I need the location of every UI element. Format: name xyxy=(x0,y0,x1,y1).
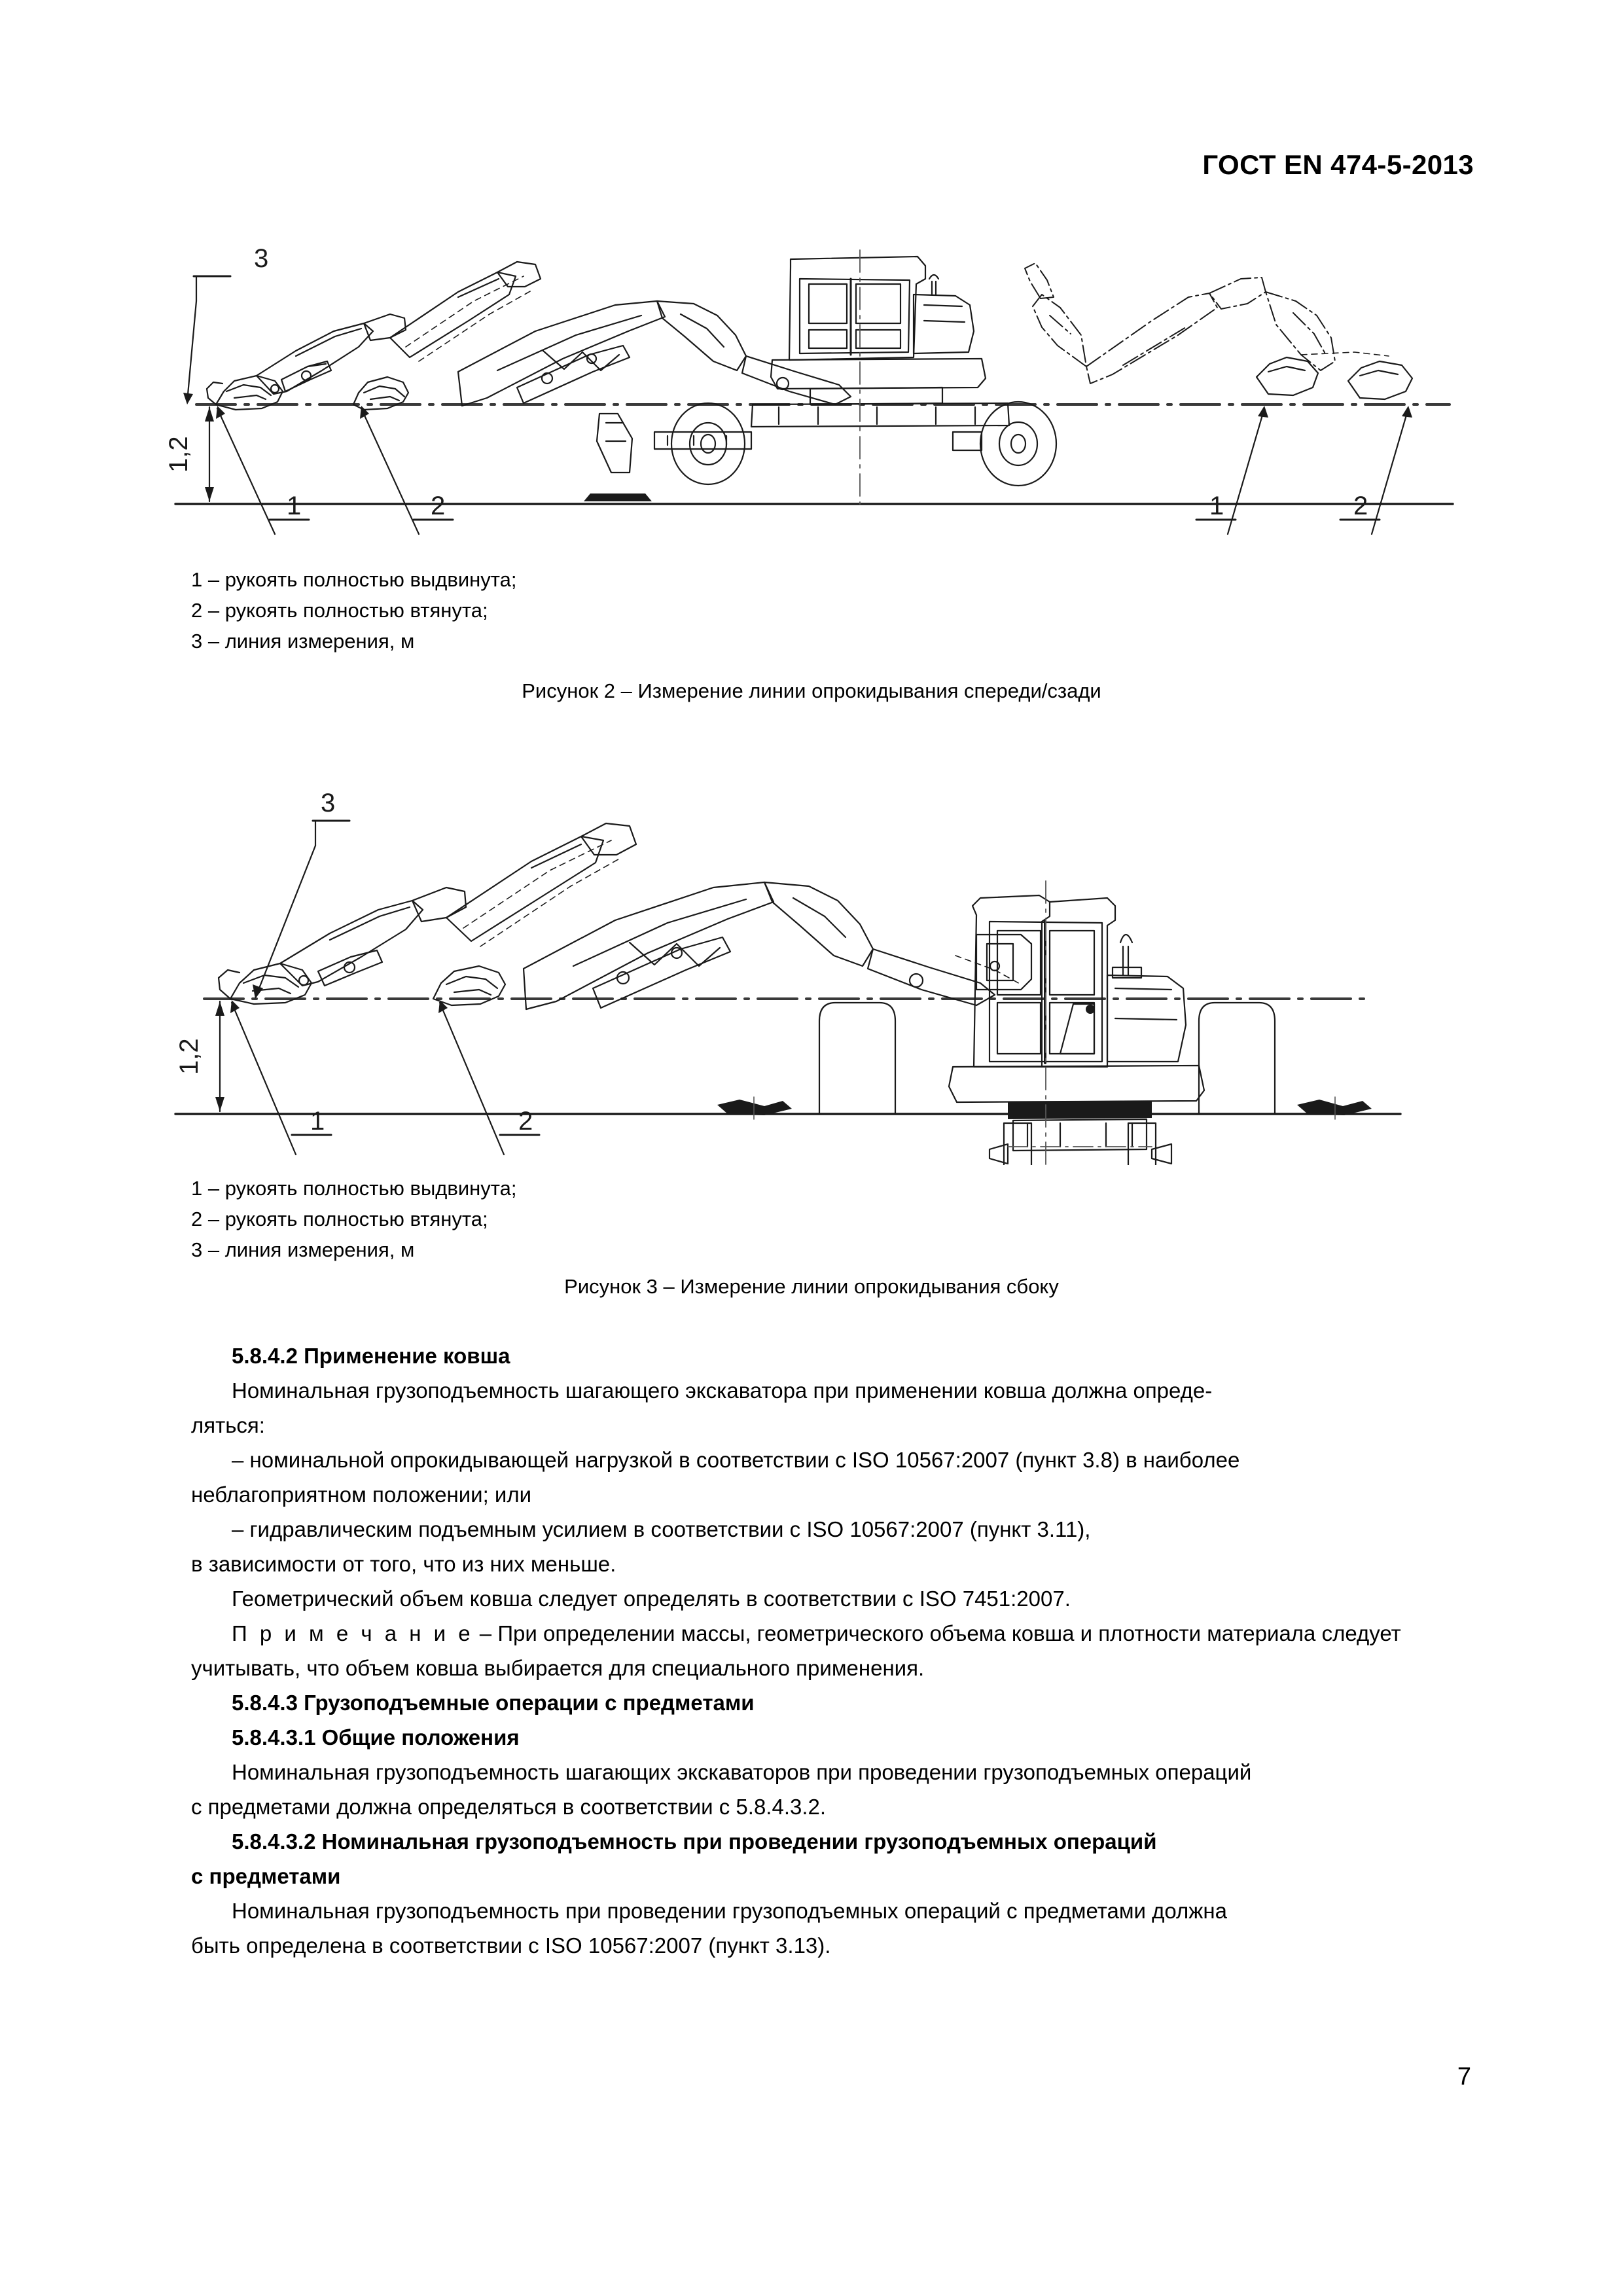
figure-2-callout-2-left: 2 xyxy=(431,492,445,520)
dash-item-2-line-1: – гидравлическим подъемным усилием в соо… xyxy=(232,1517,1091,1541)
figure-3-block: 3 1,2 1 2 xyxy=(0,759,1623,1165)
figure-2-callout-1-right: 1 xyxy=(1209,492,1224,520)
dash-item-2-line-2: в зависимости от того, что из них меньше… xyxy=(191,1552,616,1576)
heading-5-8-4-2: 5.8.4.2 Применение ковша xyxy=(232,1344,510,1368)
figure-2-dimension-1-2: 1,2 xyxy=(164,436,193,473)
figure-2-legend: 1 – рукоять полностью выдвинута; 2 – рук… xyxy=(191,564,516,656)
document-standard-id: ГОСТ EN 474-5-2013 xyxy=(1202,149,1474,180)
figure-3-drawing: 3 1,2 1 2 xyxy=(0,759,1623,1165)
figure-2-callout-2-right: 2 xyxy=(1353,492,1368,520)
heading-5-8-4-3-2-line-2: с предметами xyxy=(191,1864,341,1888)
paragraph-5-8-4-3-2-line-2: быть определена в соответствии с ISO 105… xyxy=(191,1933,831,1958)
note-text-line-1: – При определении массы, геометрического… xyxy=(473,1621,1401,1645)
figure-3-caption: Рисунок 3 – Измерение линии опрокидывани… xyxy=(564,1275,1059,1298)
paragraph-5-8-4-3-1-line-2: с предметами должна определяться в соотв… xyxy=(191,1795,827,1819)
figure-2-caption: Рисунок 2 – Измерение линии опрокидывани… xyxy=(522,679,1101,702)
paragraph-5-8-4-3-1-line-1: Номинальная грузоподъемность шагающих эк… xyxy=(232,1760,1252,1784)
figure-2-legend-item-2: 2 – рукоять полностью втянута; xyxy=(191,599,488,622)
note-label: П р и м е ч а н и е xyxy=(232,1621,474,1645)
figure-2-drawing: 3 1,2 1 2 1 2 xyxy=(0,216,1623,556)
figure-3-callout-3: 3 xyxy=(321,789,335,817)
note-line-1: П р и м е ч а н и е – При определении ма… xyxy=(191,1616,1435,1651)
figure-2-legend-item-3: 3 – линия измерения, м xyxy=(191,630,415,653)
page-number: 7 xyxy=(1457,2063,1471,2090)
heading-5-8-4-3: 5.8.4.3 Грузоподъемные операции с предме… xyxy=(232,1691,755,1715)
figure-3-legend-item-2: 2 – рукоять полностью втянута; xyxy=(191,1208,488,1230)
paragraph-5-8-4-2-intro-line-1: Номинальная грузоподъемность шагающего э… xyxy=(232,1378,1213,1403)
figure-2-callout-1-left: 1 xyxy=(287,492,301,520)
heading-5-8-4-3-2-line-1: 5.8.4.3.2 Номинальная грузоподъемность п… xyxy=(232,1829,1157,1854)
figure-3-legend: 1 – рукоять полностью выдвинута; 2 – рук… xyxy=(191,1173,516,1265)
paragraph-5-8-4-2-intro-line-2: ляться: xyxy=(191,1413,265,1437)
body-text: 5.8.4.2 Применение ковша Номинальная гру… xyxy=(191,1338,1435,1963)
figure-3-dimension-1-2: 1,2 xyxy=(175,1038,204,1075)
figure-2-callout-3: 3 xyxy=(254,244,268,273)
note-line-2: учитывать, что объем ковша выбирается дл… xyxy=(191,1656,925,1680)
figure-3-callout-2: 2 xyxy=(518,1107,533,1136)
dash-item-1-line-1: – номинальной опрокидывающей нагрузкой в… xyxy=(232,1448,1240,1472)
figure-2-legend-item-1: 1 – рукоять полностью выдвинута; xyxy=(191,568,517,591)
figure-3-callout-1: 1 xyxy=(310,1107,325,1136)
figure-2-block: 3 1,2 1 2 1 2 xyxy=(0,216,1623,556)
figure-3-legend-item-3: 3 – линия измерения, м xyxy=(191,1238,415,1261)
dash-item-1-line-2: неблагоприятном положении; или xyxy=(191,1482,532,1507)
paragraph-5-8-4-3-2-line-1: Номинальная грузоподъемность при проведе… xyxy=(232,1899,1227,1923)
figure-3-legend-item-1: 1 – рукоять полностью выдвинута; xyxy=(191,1177,517,1200)
paragraph-bucket-volume: Геометрический объем ковша следует опред… xyxy=(232,1587,1071,1611)
heading-5-8-4-3-1: 5.8.4.3.1 Общие положения xyxy=(232,1725,520,1749)
